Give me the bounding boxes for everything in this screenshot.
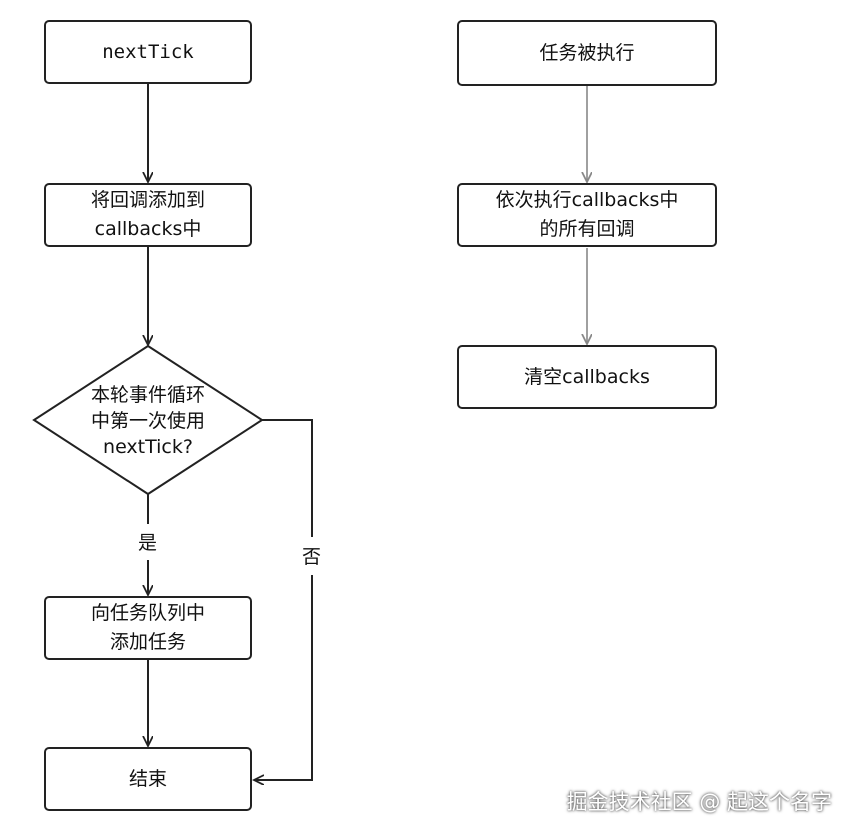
arrow-no-to-end [254,575,313,780]
watermark: 掘金技术社区 @ 起这个名字 [566,790,832,814]
yes-label: 是 [138,532,158,554]
decision-line-1: 本轮事件循环 [90,384,205,406]
decision-text: 本轮事件循环 中第一次使用 nextTick? [48,382,248,460]
end-box: 结束 [44,747,252,811]
add-callbacks-line-1: 将回调添加到 [90,189,205,211]
decision-line-3: nextTick? [103,436,193,458]
run-callbacks-line-1: 依次执行callbacks中 [495,189,679,211]
add-task-box: 向任务队列中 添加任务 [44,596,252,660]
no-label: 否 [302,546,322,568]
task-run-box: 任务被执行 [457,20,717,86]
arrow-no-branch [262,419,313,537]
start-label: nextTick [102,40,194,63]
task-run-label: 任务被执行 [539,41,635,64]
run-callbacks-line-2: 的所有回调 [539,218,635,240]
clear-box: 清空callbacks [457,345,717,409]
add-task-line-1: 向任务队列中 [90,602,205,624]
add-callbacks-line-2: callbacks中 [94,218,202,240]
add-callbacks-box: 将回调添加到 callbacks中 [44,183,252,247]
add-task-line-2: 添加任务 [109,631,186,653]
end-label: 结束 [128,767,167,790]
decision-line-2: 中第一次使用 [90,410,205,432]
start-box: nextTick [44,20,252,84]
clear-label: 清空callbacks [524,365,650,388]
run-callbacks-box: 依次执行callbacks中 的所有回调 [457,183,717,247]
